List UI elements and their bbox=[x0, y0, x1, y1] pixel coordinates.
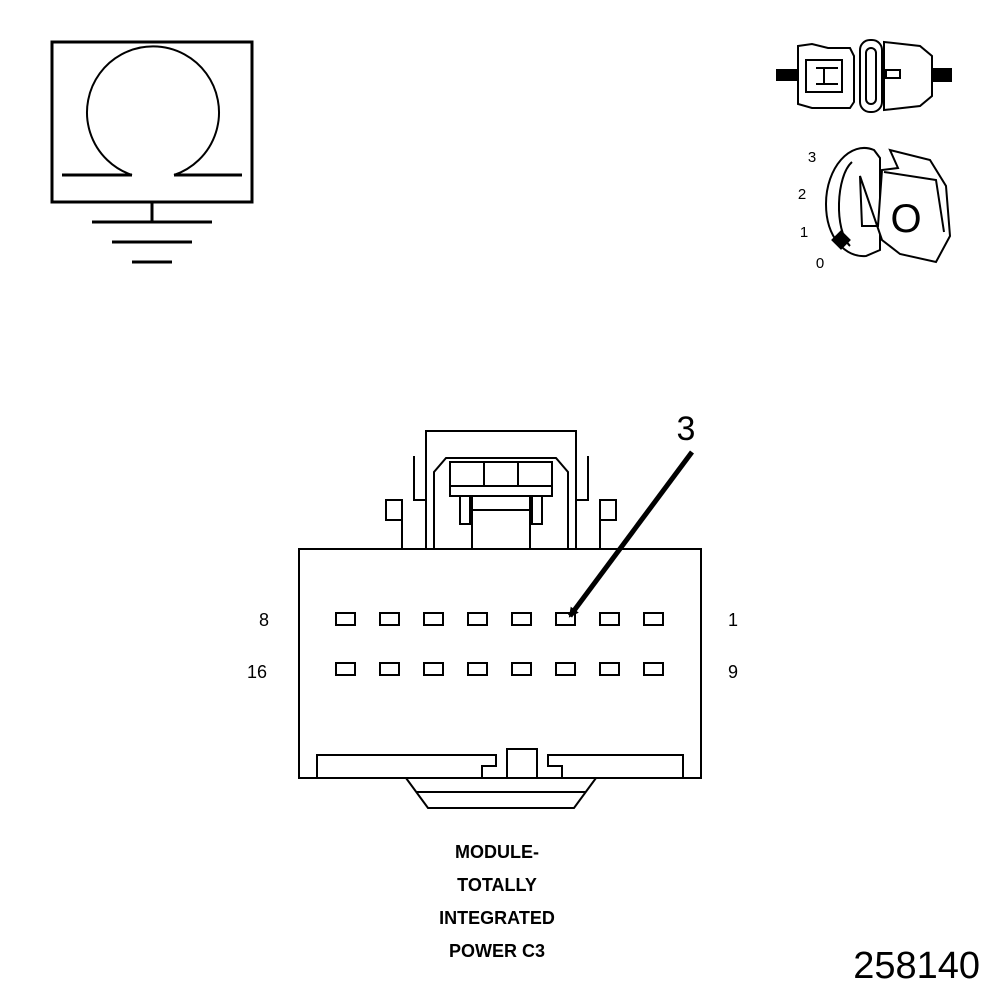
connector-housing bbox=[298, 430, 702, 809]
key-letter: O bbox=[890, 197, 921, 241]
pin-label-1: 1 bbox=[728, 610, 738, 630]
pin-cavity-7 bbox=[379, 612, 400, 626]
connector-disconnect-icon bbox=[776, 39, 952, 113]
pin-cavity-5 bbox=[467, 612, 488, 626]
caption-line-2: TOTALLY bbox=[457, 875, 537, 895]
pin-cavity-8 bbox=[335, 612, 356, 626]
pin-cavity-2 bbox=[599, 612, 620, 626]
ignition-position-3: 3 bbox=[808, 149, 816, 166]
pin-cavity-11 bbox=[555, 662, 576, 676]
pin-cavity-4 bbox=[511, 612, 532, 626]
figure-id: 258140 bbox=[853, 945, 980, 987]
ignition-position-1: 1 bbox=[800, 224, 808, 241]
pin-cavity-1 bbox=[643, 612, 664, 626]
pin-label-8: 8 bbox=[259, 610, 269, 630]
pin-label-9: 9 bbox=[728, 662, 738, 682]
pin-cavity-15 bbox=[379, 662, 400, 676]
pin-cavity-10 bbox=[599, 662, 620, 676]
callout-arrow bbox=[567, 450, 695, 618]
ohmmeter-ground-icon bbox=[50, 40, 254, 264]
pin-label-16: 16 bbox=[247, 662, 267, 682]
pin-cavity-13 bbox=[467, 662, 488, 676]
pin-cavity-16 bbox=[335, 662, 356, 676]
caption-line-4: POWER C3 bbox=[449, 941, 545, 961]
pin-cavity-9 bbox=[643, 662, 664, 676]
ignition-position-2: 2 bbox=[798, 186, 806, 203]
callout-label: 3 bbox=[677, 410, 696, 448]
ignition-position-0: 0 bbox=[816, 255, 824, 272]
pin-cavities bbox=[335, 612, 664, 676]
ignition-key-icon: O 3 2 1 0 bbox=[798, 147, 952, 272]
caption-line-1: MODULE- bbox=[455, 842, 539, 862]
caption-line-3: INTEGRATED bbox=[439, 908, 555, 928]
pin-cavity-12 bbox=[511, 662, 532, 676]
pin-cavity-6 bbox=[423, 612, 444, 626]
pin-cavity-14 bbox=[423, 662, 444, 676]
